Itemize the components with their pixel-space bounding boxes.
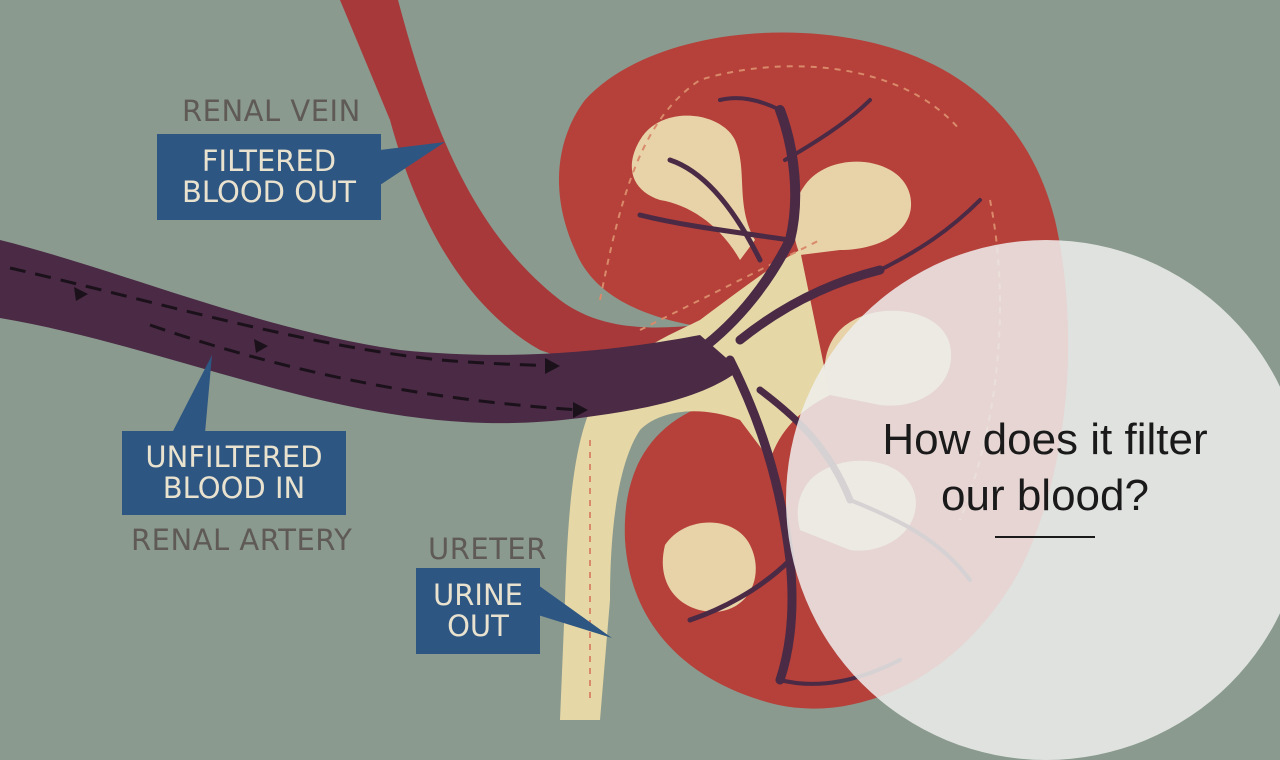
arrowheads [74,287,588,418]
callout-unfiltered-line2: BLOOD IN [162,471,306,505]
question-overlay-circle [786,240,1280,760]
question-underline [995,536,1095,538]
arrowhead-upper [545,358,560,374]
callout-filtered-blood-out: FILTERED BLOOD OUT [157,134,381,220]
label-renal-artery: RENAL ARTERY [131,523,353,557]
arrowhead-lower [573,402,588,418]
label-ureter: URETER [428,532,547,566]
question-line1: How does it filter [882,415,1208,464]
arrowhead-left-1 [74,287,88,301]
callout-urine-line2: OUT [447,609,509,643]
question-line2: our blood? [941,471,1149,520]
callout-urine-out: URINE OUT [416,568,540,654]
label-renal-vein: RENAL VEIN [182,94,361,128]
pointer-filtered [380,142,445,185]
renal-vein [340,0,700,362]
arrowhead-left-2 [254,339,268,353]
pointer-unfiltered [172,355,212,433]
renal-artery [0,240,740,424]
callout-unfiltered-line1: UNFILTERED [145,440,323,474]
calyx-lower-left [662,522,756,612]
callout-unfiltered-blood-in: UNFILTERED BLOOD IN [122,431,346,515]
callout-filtered-line2: BLOOD OUT [182,175,356,209]
pointer-urine [538,585,612,638]
callout-filtered-line1: FILTERED [201,144,337,178]
artery-branches [637,96,982,686]
question-text: How does it filter our blood? [820,412,1270,524]
blood-flow-arrows [9,266,581,412]
callout-urine-line1: URINE [433,578,523,612]
calyx-upper-right [793,161,912,255]
calyx-upper-left [631,115,755,260]
